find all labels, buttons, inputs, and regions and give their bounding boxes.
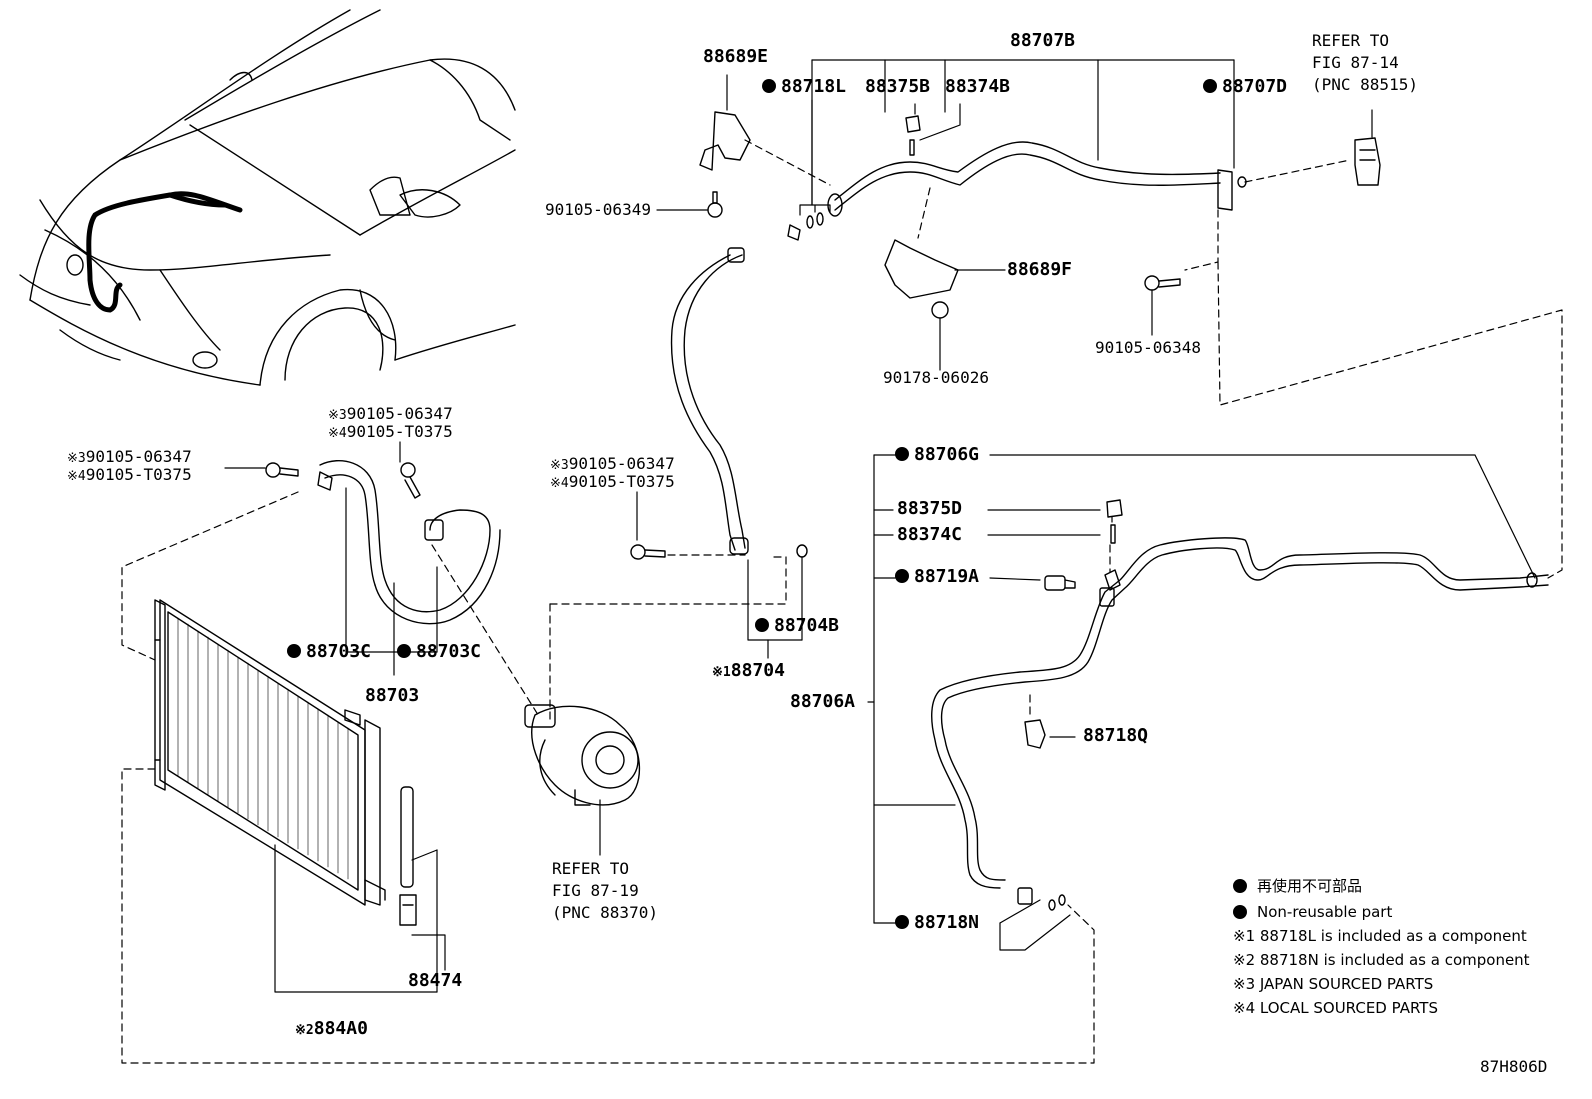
label-88474: 88474 (408, 970, 463, 991)
note-mark-4: ※4 (328, 426, 347, 441)
label-88375d: 88375D (897, 498, 963, 519)
label-88707d: 88707D (1203, 78, 1287, 96)
note-mark-3: ※3 (328, 408, 347, 423)
label-90178-06026: 90178-06026 (883, 368, 989, 387)
label-88718l: 88718L (762, 78, 846, 96)
vehicle-ac-line-highlight (86, 191, 243, 313)
label-88706a: 88706A (790, 691, 856, 712)
note-mark-2: ※2 (295, 1023, 314, 1038)
label-bolt-middle-japan: ※390105-06347 (328, 405, 453, 425)
label-bolt-left-local: ※490105-T0375 (67, 466, 192, 486)
label-88706g: 88706G (895, 446, 979, 464)
part-number: 90105-T0375 (568, 472, 675, 491)
part-number: 90105-T0375 (346, 422, 453, 441)
label-90105-06348: 90105-06348 (1095, 338, 1201, 357)
part-number: 90105-06347 (346, 404, 453, 423)
refer-fig-87-14-line2: FIG 87-14 (1312, 53, 1399, 72)
label-884a0: ※2884A0 (295, 1020, 368, 1040)
label-bolt-left-japan: ※390105-06347 (67, 448, 192, 468)
label-88374b: 88374B (945, 76, 1011, 97)
part-number: 90105-06347 (85, 447, 192, 466)
part-number: 90105-06347 (568, 454, 675, 473)
legend-nonreusable-jp: 再使用不可部品 (1233, 877, 1362, 895)
liquid-pipe-drawing (931, 537, 1549, 905)
discharge-hose-drawing (317, 459, 501, 625)
label-88704: ※188704 (712, 662, 785, 682)
part-number: 88704 (730, 660, 785, 681)
refer-fig-87-19-line3: (PNC 88370) (552, 903, 658, 922)
condenser-drawing (154, 599, 386, 906)
refer-part-88515-drawing (1354, 137, 1381, 186)
o-ring-88718n-drawing (1048, 894, 1066, 911)
legend-note-4: ※4 LOCAL SOURCED PARTS (1233, 999, 1438, 1017)
condenser-fins (177, 617, 349, 880)
label-88703c-right: 88703C (397, 643, 481, 661)
bolt-90105-06348-drawing (1144, 275, 1181, 291)
legend-note-2: ※2 88718N is included as a component (1233, 951, 1530, 969)
refer-fig-87-14-line3: (PNC 88515) (1312, 75, 1418, 94)
clamp-88689f-drawing (884, 239, 959, 319)
leader-lines (224, 59, 1536, 993)
bolt-middle-drawing (400, 462, 421, 499)
figure-code: 87H806D (1480, 1057, 1548, 1076)
note-mark-4: ※4 (550, 476, 569, 491)
label-90105-06349: 90105-06349 (545, 200, 651, 219)
receiver-drawing (399, 786, 417, 926)
label-88719a: 88719A (895, 568, 979, 586)
label-88374c: 88374C (897, 524, 963, 545)
note-mark-1: ※1 (712, 665, 731, 680)
note-mark-4: ※4 (67, 469, 86, 484)
suction-hose-drawing (670, 247, 808, 558)
bolt-left-drawing (265, 462, 299, 478)
compressor-drawing (524, 704, 641, 806)
note-mark-3: ※3 (67, 451, 86, 466)
refer-fig-87-14-line1: REFER TO (1312, 31, 1390, 50)
label-88689f: 88689F (1007, 259, 1073, 280)
label-88689e: 88689E (703, 46, 769, 67)
legend-note-3: ※3 JAPAN SOURCED PARTS (1233, 975, 1434, 993)
label-88703: 88703 (365, 685, 420, 706)
valve-cap-core-drawing (905, 115, 921, 156)
label-88375b: 88375B (865, 76, 931, 97)
legend-nonreusable: Non-reusable part (1233, 903, 1392, 921)
cap-d-core-c-drawing (1104, 499, 1123, 591)
label-bolt-middle-local: ※490105-T0375 (328, 423, 453, 443)
clamp-88689e-drawing (699, 111, 751, 218)
connector-88718q-drawing (1024, 719, 1046, 749)
dashed-connection-lines (121, 139, 1563, 1064)
note-mark-3: ※3 (550, 458, 569, 473)
bolt-compressor-drawing (630, 544, 666, 560)
legend-note-1: ※1 88718L is included as a component (1233, 927, 1527, 945)
label-88704b: 88704B (755, 617, 839, 635)
label-bolt-compressor-local: ※490105-T0375 (550, 473, 675, 493)
label-88718q: 88718Q (1083, 725, 1149, 746)
suction-pipe-upper-drawing (827, 141, 1247, 217)
label-88707b: 88707B (1010, 30, 1076, 51)
part-number: 90105-T0375 (85, 465, 192, 484)
refer-fig-87-19-line2: FIG 87-19 (552, 881, 639, 900)
part-number: 884A0 (313, 1018, 368, 1039)
pressure-switch-drawing (1044, 575, 1076, 591)
label-88703c-left: 88703C (287, 643, 371, 661)
vehicle-illustration (19, 9, 516, 386)
label-88718n: 88718N (895, 914, 979, 932)
o-ring-set-drawing (787, 212, 824, 241)
refer-fig-87-19-line1: REFER TO (552, 859, 630, 878)
label-bolt-compressor-japan: ※390105-06347 (550, 455, 675, 475)
